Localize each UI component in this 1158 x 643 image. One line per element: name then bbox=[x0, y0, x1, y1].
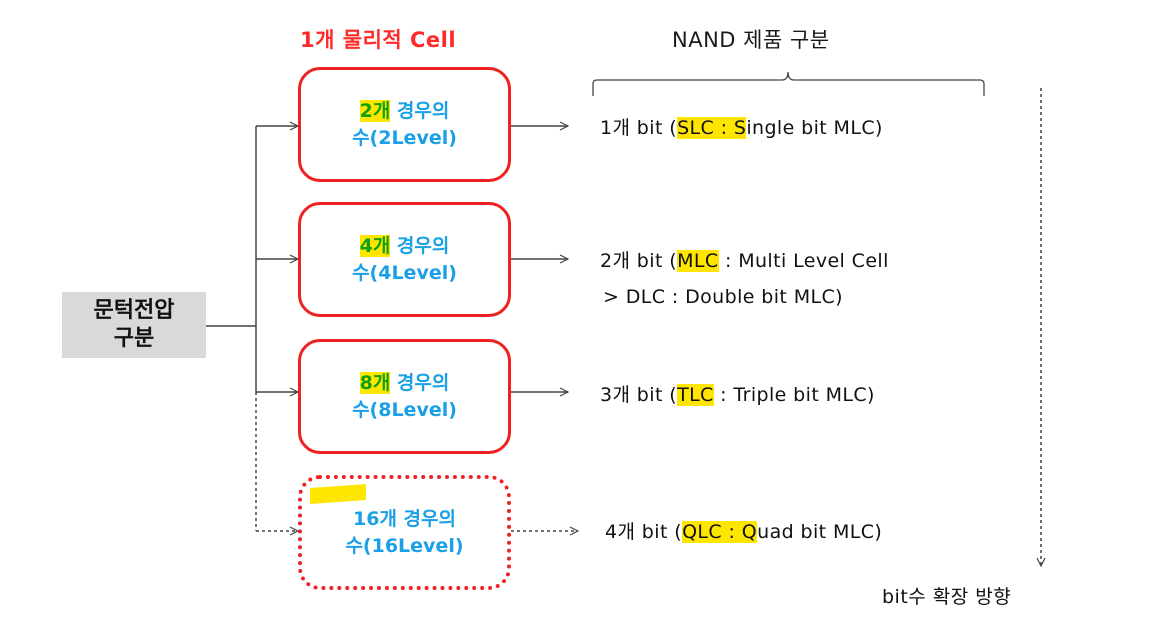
output-tlc: 3개 bit (TLC : Triple bit MLC) bbox=[600, 380, 875, 407]
bit-expansion-direction-label: bit수 확장 방향 bbox=[882, 586, 1012, 608]
cell-2-level-count: 2개 bbox=[359, 99, 391, 122]
output-slc-mid: : S bbox=[714, 117, 747, 139]
output-mlc-highlight: MLC bbox=[677, 250, 719, 272]
nand-brace bbox=[592, 71, 985, 96]
nand-category-header: NAND 제품 구분 bbox=[672, 28, 830, 52]
cell-8-level-suffix: 경우의 bbox=[390, 371, 450, 394]
output-tlc-mid: : Triple bit MLC) bbox=[713, 384, 875, 406]
threshold-voltage-box: 문턱전압 구분 bbox=[62, 292, 206, 358]
cell-8-level-line-1: 8개 경우의 bbox=[359, 370, 450, 397]
cell-2-level-line-2: 수(2Level) bbox=[352, 126, 457, 149]
source-line-2: 구분 bbox=[113, 326, 155, 351]
cell-4-level-line-1: 4개 경우의 bbox=[359, 233, 450, 260]
output-dlc: > DLC : Double bit MLC) bbox=[603, 286, 843, 308]
cell-16-level-line-2: 수(16Level) bbox=[345, 534, 464, 557]
cell-4-level-suffix: 경우의 bbox=[390, 234, 450, 257]
cell-2-level-line-1: 2개 경우의 bbox=[359, 98, 450, 125]
cell-4-level-line-2: 수(4Level) bbox=[352, 261, 457, 284]
cell-4-level: 4개 경우의 수(4Level) bbox=[298, 202, 511, 317]
cell-2-level: 2개 경우의 수(2Level) bbox=[298, 67, 511, 182]
physical-cell-header: 1개 물리적 Cell bbox=[300, 28, 457, 52]
output-tlc-highlight: TLC bbox=[677, 384, 714, 406]
output-mlc-mid: : Multi Level Cell bbox=[718, 250, 889, 272]
output-slc-suffix: ingle bit MLC) bbox=[746, 117, 883, 139]
cell-4-level-count: 4개 bbox=[359, 234, 391, 257]
cell-16-level-suffix: 경우의 bbox=[396, 507, 456, 530]
output-slc: 1개 bit (SLC : Single bit MLC) bbox=[600, 113, 883, 140]
output-mlc-prefix: 2개 bit ( bbox=[600, 250, 678, 272]
cell-16-level-count: 16개 bbox=[353, 507, 397, 530]
cell-16-level: 16개 경우의 수(16Level) bbox=[298, 475, 511, 590]
output-qlc-mid: : Q bbox=[722, 521, 758, 543]
output-slc-highlight: SLC bbox=[677, 117, 715, 139]
output-slc-prefix: 1개 bit ( bbox=[600, 117, 678, 139]
cell-8-level-line-2: 수(8Level) bbox=[352, 398, 457, 421]
output-tlc-prefix: 3개 bit ( bbox=[600, 384, 678, 406]
cell-2-level-suffix: 경우의 bbox=[390, 99, 450, 122]
output-qlc-suffix: uad bit MLC) bbox=[757, 521, 883, 543]
cell-8-level: 8개 경우의 수(8Level) bbox=[298, 339, 511, 454]
output-mlc: 2개 bit (MLC : Multi Level Cell bbox=[600, 246, 889, 273]
source-line-1: 문턱전압 bbox=[93, 298, 175, 323]
output-qlc-prefix: 4개 bit ( bbox=[605, 521, 683, 543]
output-qlc: 4개 bit (QLC : Quad bit MLC) bbox=[605, 517, 882, 544]
cell-8-level-count: 8개 bbox=[359, 371, 391, 394]
output-qlc-highlight: QLC bbox=[682, 521, 723, 543]
cell-16-level-line-1: 16개 경우의 bbox=[353, 506, 456, 533]
